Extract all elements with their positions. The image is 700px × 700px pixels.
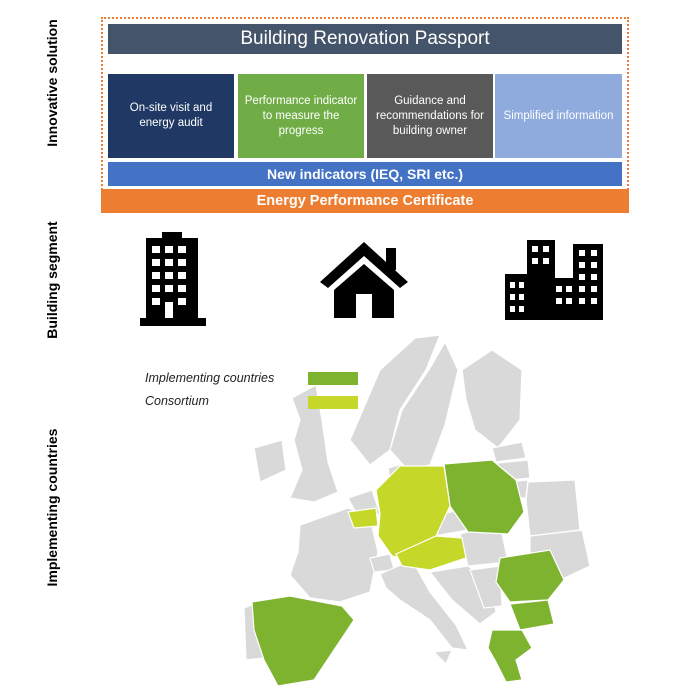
country-luxembourg [347,507,379,529]
country-bulgaria [509,599,555,631]
country-romania [495,549,565,603]
label-innovative-solution: Innovative solution [44,19,60,147]
new-indicators-bar: New indicators (IEQ, SRI etc.) [108,162,622,186]
energy-performance-certificate-bar: Energy Performance Certificate [101,189,629,213]
implementing-countries-group [251,459,565,687]
box-onsite-audit: On-site visit and energy audit [108,74,234,158]
country-sicily [432,649,453,666]
label-building-segment: Building segment [44,221,60,339]
country-serbia [469,565,503,609]
country-ireland [253,439,287,483]
house-icon [320,242,408,318]
country-italy [379,559,470,651]
box-guidance: Guidance and recommendations for buildin… [367,74,493,158]
country-poland [443,459,525,535]
country-finland [461,349,523,449]
legend-implementing-swatch [308,372,358,385]
high-rise-building-icon [140,232,206,326]
passport-title: Building Renovation Passport [108,24,622,54]
box-performance-indicator: Performance indicator to measure the pro… [238,74,364,158]
country-norway [349,334,441,466]
country-belarus [525,479,581,537]
label-implementing-countries: Implementing countries [44,428,60,587]
legend-consortium-swatch [308,396,358,409]
europe-map [243,334,590,687]
city-buildings-icon [505,240,603,320]
country-austria [395,535,467,571]
country-greece [487,629,533,683]
consortium-countries-group [347,465,467,571]
legend-consortium-label: Consortium [145,394,209,408]
country-spain [251,595,355,687]
box-simplified-info: Simplified information [495,74,622,158]
country-estonia [491,441,527,463]
legend-implementing-label: Implementing countries [145,371,275,385]
